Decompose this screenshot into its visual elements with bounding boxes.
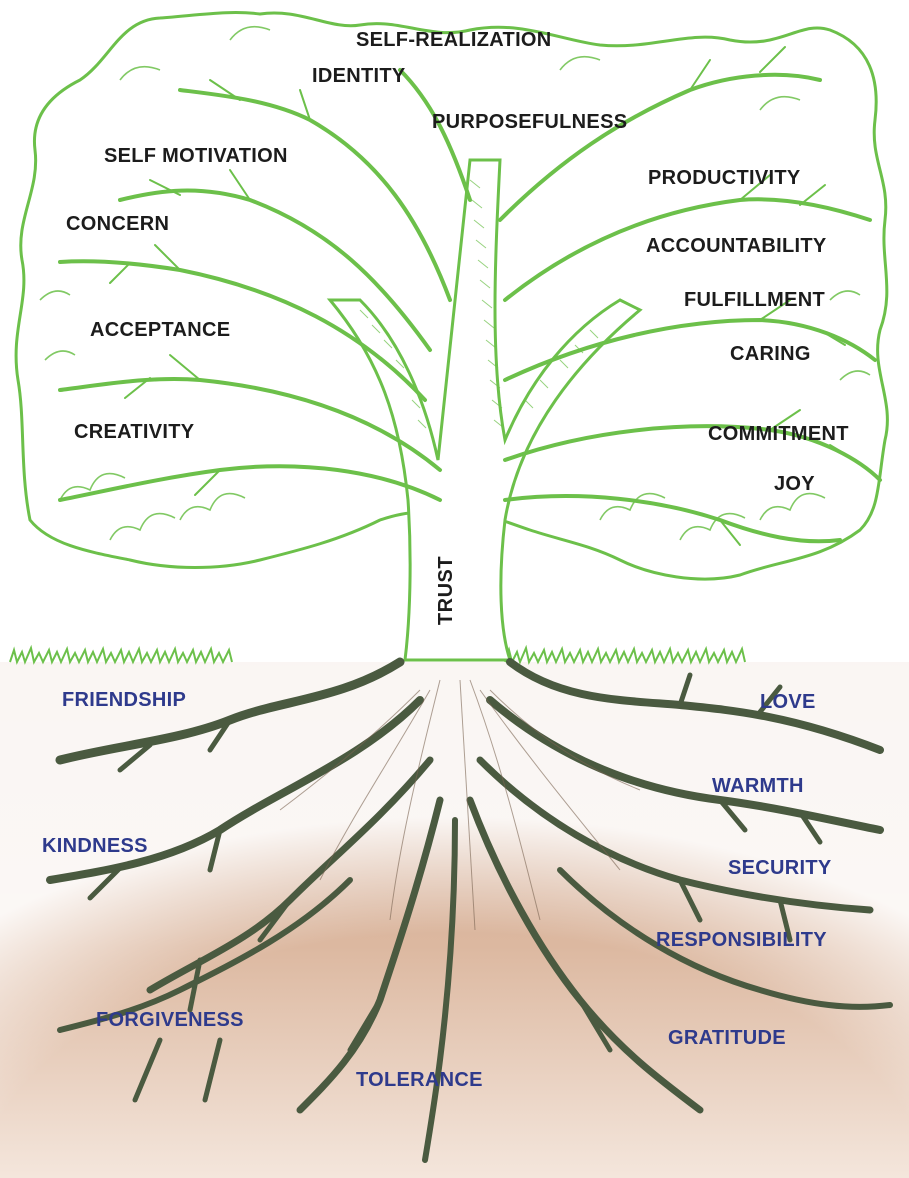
label-caring: CARING [730, 343, 811, 365]
label-responsibility: RESPONSIBILITY [656, 929, 827, 951]
label-purposefulness: PURPOSEFULNESS [432, 111, 628, 133]
label-self-motivation: SELF MOTIVATION [104, 145, 288, 167]
foliage-texture [39, 25, 871, 541]
bark-hatching [359, 179, 599, 429]
branches [58, 68, 882, 544]
twigs [109, 46, 856, 546]
label-friendship: FRIENDSHIP [62, 689, 187, 711]
roots [46, 657, 893, 1163]
trunk-label-container: TRUST [432, 540, 462, 640]
grass-line [9, 644, 746, 665]
label-creativity: CREATIVITY [74, 421, 195, 443]
label-kindness: KINDNESS [42, 835, 148, 857]
label-identity: IDENTITY [312, 65, 406, 87]
label-joy: JOY [774, 473, 815, 495]
trunk [326, 158, 643, 662]
label-fulfillment: FULFILLMENT [684, 289, 826, 311]
label-concern: CONCERN [66, 213, 170, 235]
label-productivity: PRODUCTIVITY [648, 167, 801, 189]
label-commitment: COMMITMENT [708, 423, 849, 445]
label-self-realization: SELF-REALIZATION [356, 29, 552, 51]
label-forgiveness: FORGIVENESS [96, 1009, 244, 1031]
label-gratitude: GRATITUDE [668, 1027, 786, 1049]
label-warmth: WARMTH [712, 775, 804, 797]
label-trust: TRUST [435, 555, 458, 625]
label-love: LOVE [760, 691, 816, 713]
label-security: SECURITY [728, 857, 832, 879]
label-tolerance: TOLERANCE [356, 1069, 483, 1091]
label-acceptance: ACCEPTANCE [90, 319, 231, 341]
label-accountability: ACCOUNTABILITY [646, 235, 827, 257]
root-hairs [279, 679, 641, 931]
